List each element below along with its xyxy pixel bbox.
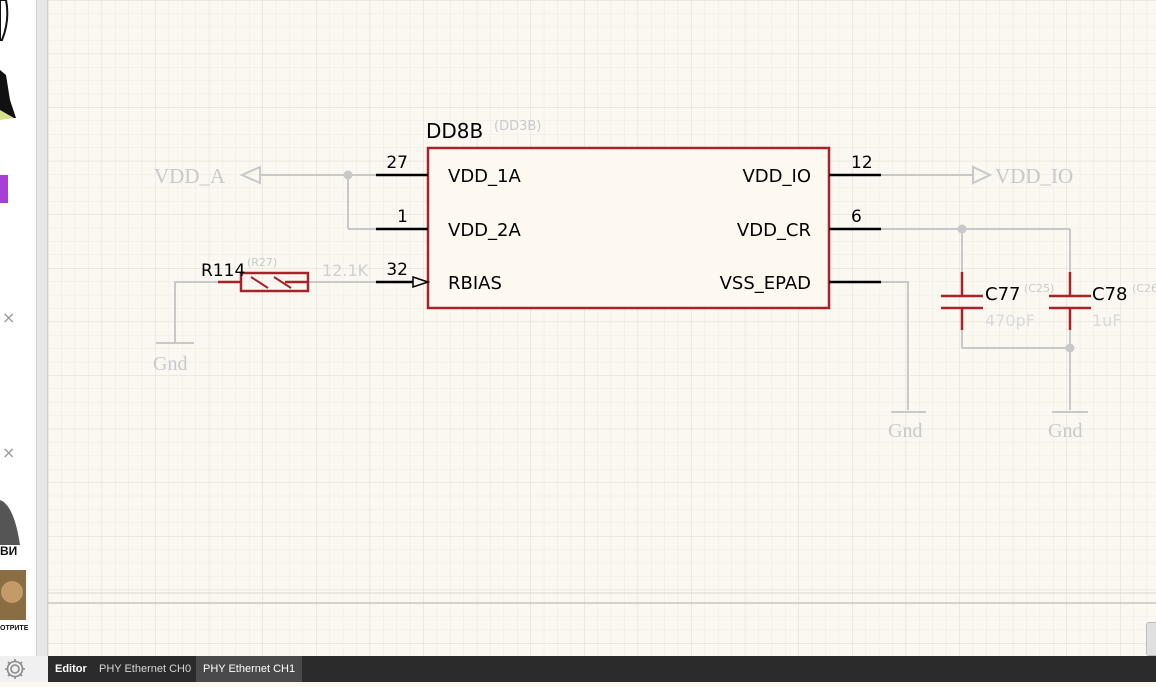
left-panel-footer: [0, 656, 48, 682]
avatar-caption: ВИ: [0, 544, 18, 558]
pin-name: VDD_2A: [448, 220, 521, 241]
resistor-r114[interactable]: R114 (R27) 12.1K: [201, 256, 369, 293]
pin-name: VSS_EPAD: [720, 273, 811, 294]
user-avatar-bottom[interactable]: [0, 500, 26, 620]
capacitor-value: 470pF: [985, 311, 1035, 330]
resistor-alt-designator: (R27): [247, 256, 277, 269]
schematic-svg[interactable]: VDD_A VDD_IO Gnd Gnd Gnd DD8B (DD3B): [48, 0, 1156, 656]
tab-editor[interactable]: Editor: [55, 663, 87, 675]
gnd-label: Gnd: [153, 353, 187, 375]
junction: [1065, 343, 1075, 353]
capacitor-designator: C77: [985, 284, 1020, 305]
pin-name: VDD_IO: [742, 166, 811, 187]
close-icon[interactable]: ×: [2, 308, 16, 327]
pin-name: VDD_CR: [737, 220, 811, 241]
pin-number: 32: [386, 260, 408, 280]
wires: [174, 174, 1071, 410]
component-dd8b[interactable]: DD8B (DD3B) 27 1 32 VDD_1A VDD_2A RBIAS …: [376, 119, 881, 310]
component-body[interactable]: [426, 146, 831, 310]
pin-name: RBIAS: [448, 273, 502, 294]
pin-number: 12: [851, 153, 873, 173]
grid: [48, 0, 1156, 656]
capacitor-c78[interactable]: C78 (C26 1uF: [1049, 272, 1156, 330]
side-panel-graphics: [0, 0, 26, 620]
vdd-io-port[interactable]: VDD_IO: [972, 164, 1073, 188]
capacitor-value: 1uF: [1092, 311, 1122, 330]
input-arrow-icon: [412, 275, 431, 289]
gnd-label: Gnd: [1048, 420, 1082, 442]
left-side-panel: × × ВИ ОТРИТЕ: [0, 0, 36, 656]
panel-divider[interactable]: [36, 0, 48, 656]
document-tab-bar: Editor PHY Ethernet CH0 PHY Ethernet CH1: [48, 656, 1156, 682]
component-alt-designator: (DD3B): [494, 119, 541, 134]
capacitor-alt-designator: (C26: [1132, 282, 1156, 295]
component-designator: DD8B: [426, 119, 483, 143]
junction: [343, 170, 353, 180]
user-avatar-top[interactable]: [0, 0, 16, 120]
pin-number: 6: [851, 207, 862, 227]
pin-name: VDD_1A: [448, 166, 521, 187]
gnd-label: Gnd: [888, 420, 922, 442]
resistor-designator: R114: [201, 261, 245, 281]
close-icon[interactable]: ×: [2, 443, 16, 462]
schematic-canvas[interactable]: VDD_A VDD_IO Gnd Gnd Gnd DD8B (DD3B): [48, 0, 1156, 656]
tab-phy-ethernet-ch0[interactable]: PHY Ethernet CH0: [99, 663, 192, 675]
gnd-port-right[interactable]: Gnd: [1048, 411, 1088, 442]
capacitor-alt-designator: (C25): [1024, 282, 1054, 295]
gear-icon[interactable]: [0, 656, 30, 682]
pin-number: 1: [397, 207, 408, 227]
gnd-port-mid[interactable]: Gnd: [888, 411, 926, 442]
vdd-io-label: VDD_IO: [995, 164, 1073, 188]
capacitor-c77[interactable]: C77 (C25) 470pF: [941, 272, 1054, 330]
capacitor-designator: C78: [1092, 284, 1127, 305]
app-icon-purple[interactable]: [0, 175, 8, 203]
scrollbar-handle[interactable]: [1146, 622, 1156, 656]
vdd-a-port[interactable]: VDD_A: [154, 164, 261, 188]
avatar-caption-2: ОТРИТЕ: [0, 625, 29, 632]
pin-number: 27: [386, 153, 408, 173]
junction: [957, 224, 967, 234]
gnd-port-left[interactable]: Gnd: [153, 342, 194, 375]
vdd-a-label: VDD_A: [154, 164, 226, 188]
tab-phy-ethernet-ch1[interactable]: PHY Ethernet CH1: [196, 656, 303, 682]
resistor-value: 12.1K: [322, 261, 369, 280]
